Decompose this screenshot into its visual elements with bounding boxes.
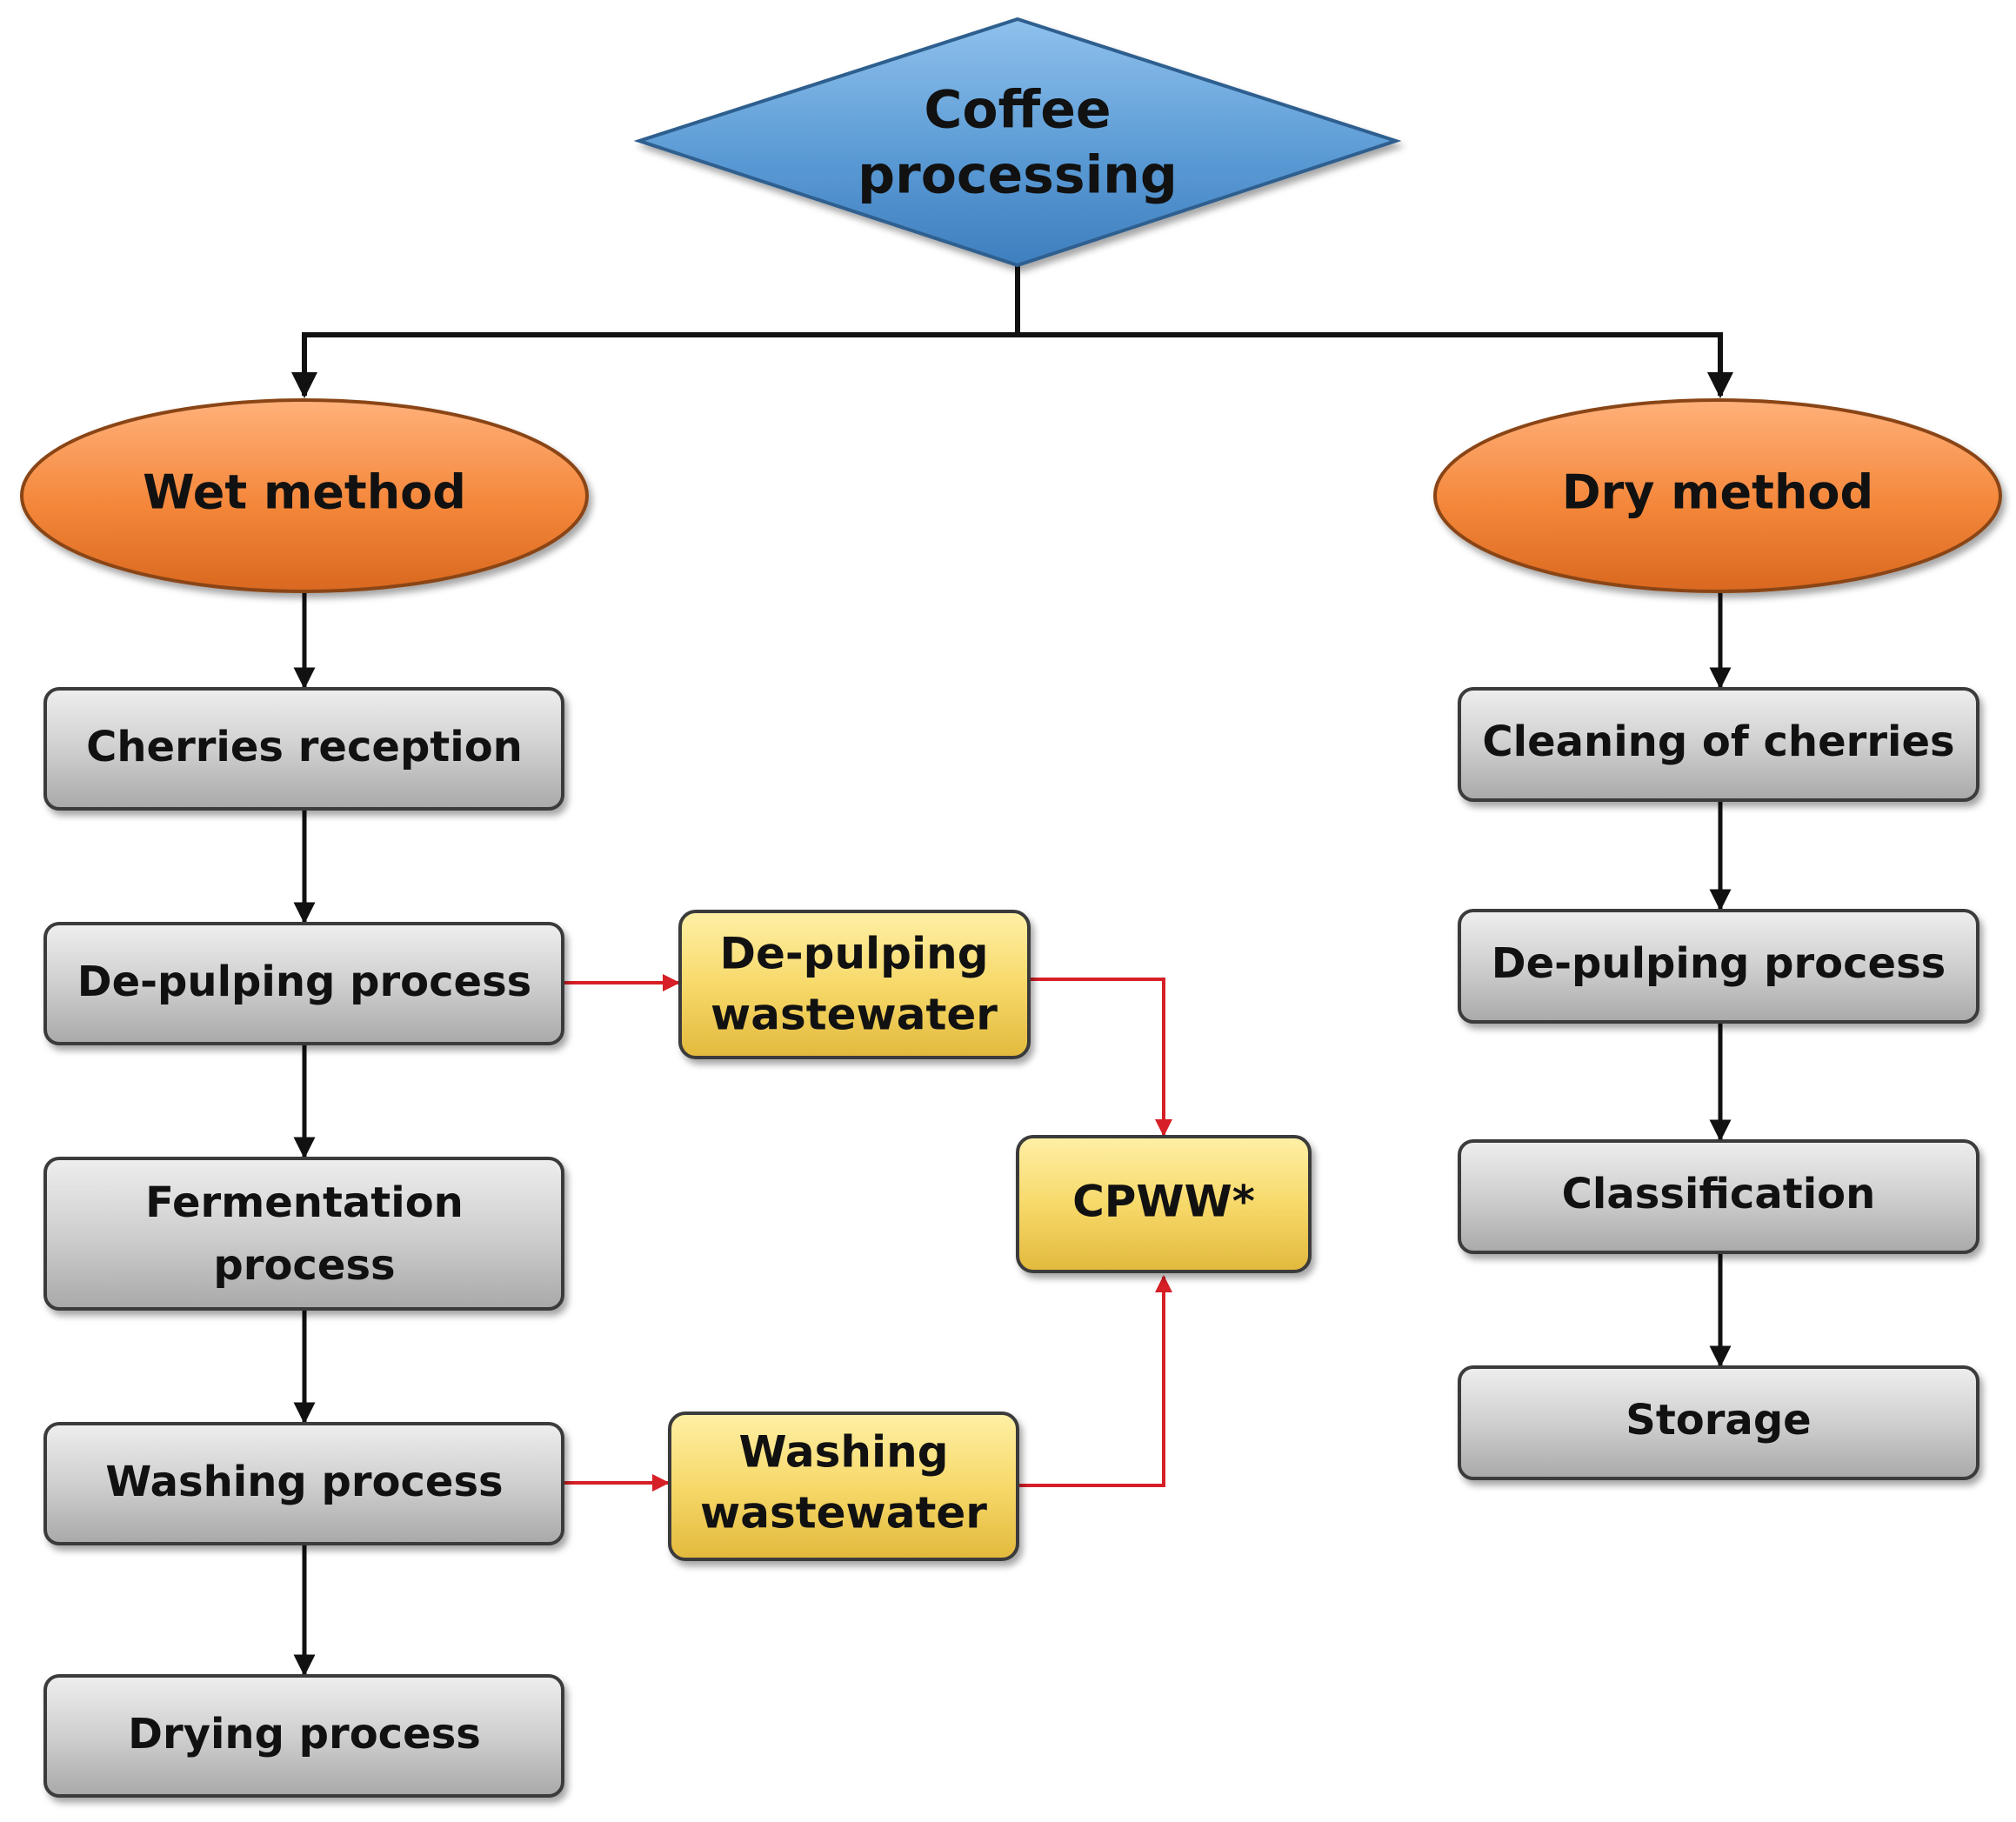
washing-wastewater-box: Washing wastewater (668, 1412, 1019, 1561)
step-box (43, 1157, 564, 1311)
dry-step-storage: Storage (1458, 1365, 1979, 1480)
step-label-line1: Fermentation (145, 1178, 464, 1227)
dry-step-cleaning-of-cherries: Cleaning of cherries (1458, 687, 1979, 802)
step-label: Classification (1562, 1170, 1876, 1218)
wet-method-label: Wet method (143, 465, 466, 520)
dry-step-depulping-process: De-pulping process (1458, 909, 1979, 1024)
dry-method-shape (1433, 398, 2002, 593)
wastewater-label-line2: wastewater (700, 1488, 987, 1538)
arrow-root-to-wet (291, 332, 1018, 398)
step-label: Storage (1625, 1396, 1811, 1445)
step-label: De-pulping process (77, 958, 532, 1006)
step-label: Cherries reception (86, 723, 523, 771)
step-box (1458, 1365, 1979, 1480)
root-connectors (291, 265, 1733, 398)
wet-step-drying-process: Drying process (43, 1674, 564, 1798)
step-box (43, 1422, 564, 1545)
root-label-line1: Coffee (924, 80, 1111, 141)
step-label-line2: process (213, 1241, 395, 1290)
wastewater-label-line1: De-pulping (719, 929, 988, 979)
dry-step-classification: Classification (1458, 1139, 1979, 1254)
wastewater-label-line1: Washing (739, 1427, 949, 1478)
dry-method-label: Dry method (1562, 465, 1873, 520)
cpww-box: CPWW* (1016, 1135, 1312, 1273)
step-label: Drying process (128, 1710, 481, 1759)
wet-step-depulping-process: De-pulping process (43, 922, 564, 1045)
wet-step-washing-process: Washing process (43, 1422, 564, 1545)
depulping-wastewater-box: De-pulping wastewater (678, 910, 1031, 1059)
cpww-shape (1016, 1135, 1312, 1273)
arrow-washing-wastewater-to-cpww (1018, 1275, 1172, 1487)
wastewater-connectors (563, 974, 1172, 1492)
dry-method-ellipse: Dry method (1433, 398, 2002, 593)
root-label-line2: processing (858, 145, 1178, 206)
wet-method-ellipse: Wet method (20, 398, 589, 593)
wet-method-shape (20, 398, 589, 593)
arrow-root-to-dry (1018, 332, 1733, 398)
arrow-depulping-wastewater-to-cpww (1029, 978, 1172, 1137)
step-box (1458, 687, 1979, 802)
wet-step-cherries-reception: Cherries reception (43, 687, 564, 811)
wet-step-fermentation-process: Fermentation process (43, 1157, 564, 1311)
wastewater-box (678, 910, 1031, 1059)
cpww-label: CPWW* (1072, 1177, 1255, 1227)
step-box (43, 1674, 564, 1798)
step-label: De-pulping process (1492, 939, 1946, 988)
step-label: Washing process (105, 1458, 503, 1506)
wastewater-box (668, 1412, 1019, 1561)
step-box (43, 922, 564, 1045)
coffee-processing-diamond: Coffee processing (633, 17, 1402, 268)
step-box (43, 687, 564, 811)
step-box (1458, 1139, 1979, 1254)
step-box (1458, 909, 1979, 1024)
diamond-shape (633, 17, 1402, 268)
step-label: Cleaning of cherries (1482, 717, 1954, 766)
wastewater-label-line2: wastewater (711, 990, 998, 1040)
